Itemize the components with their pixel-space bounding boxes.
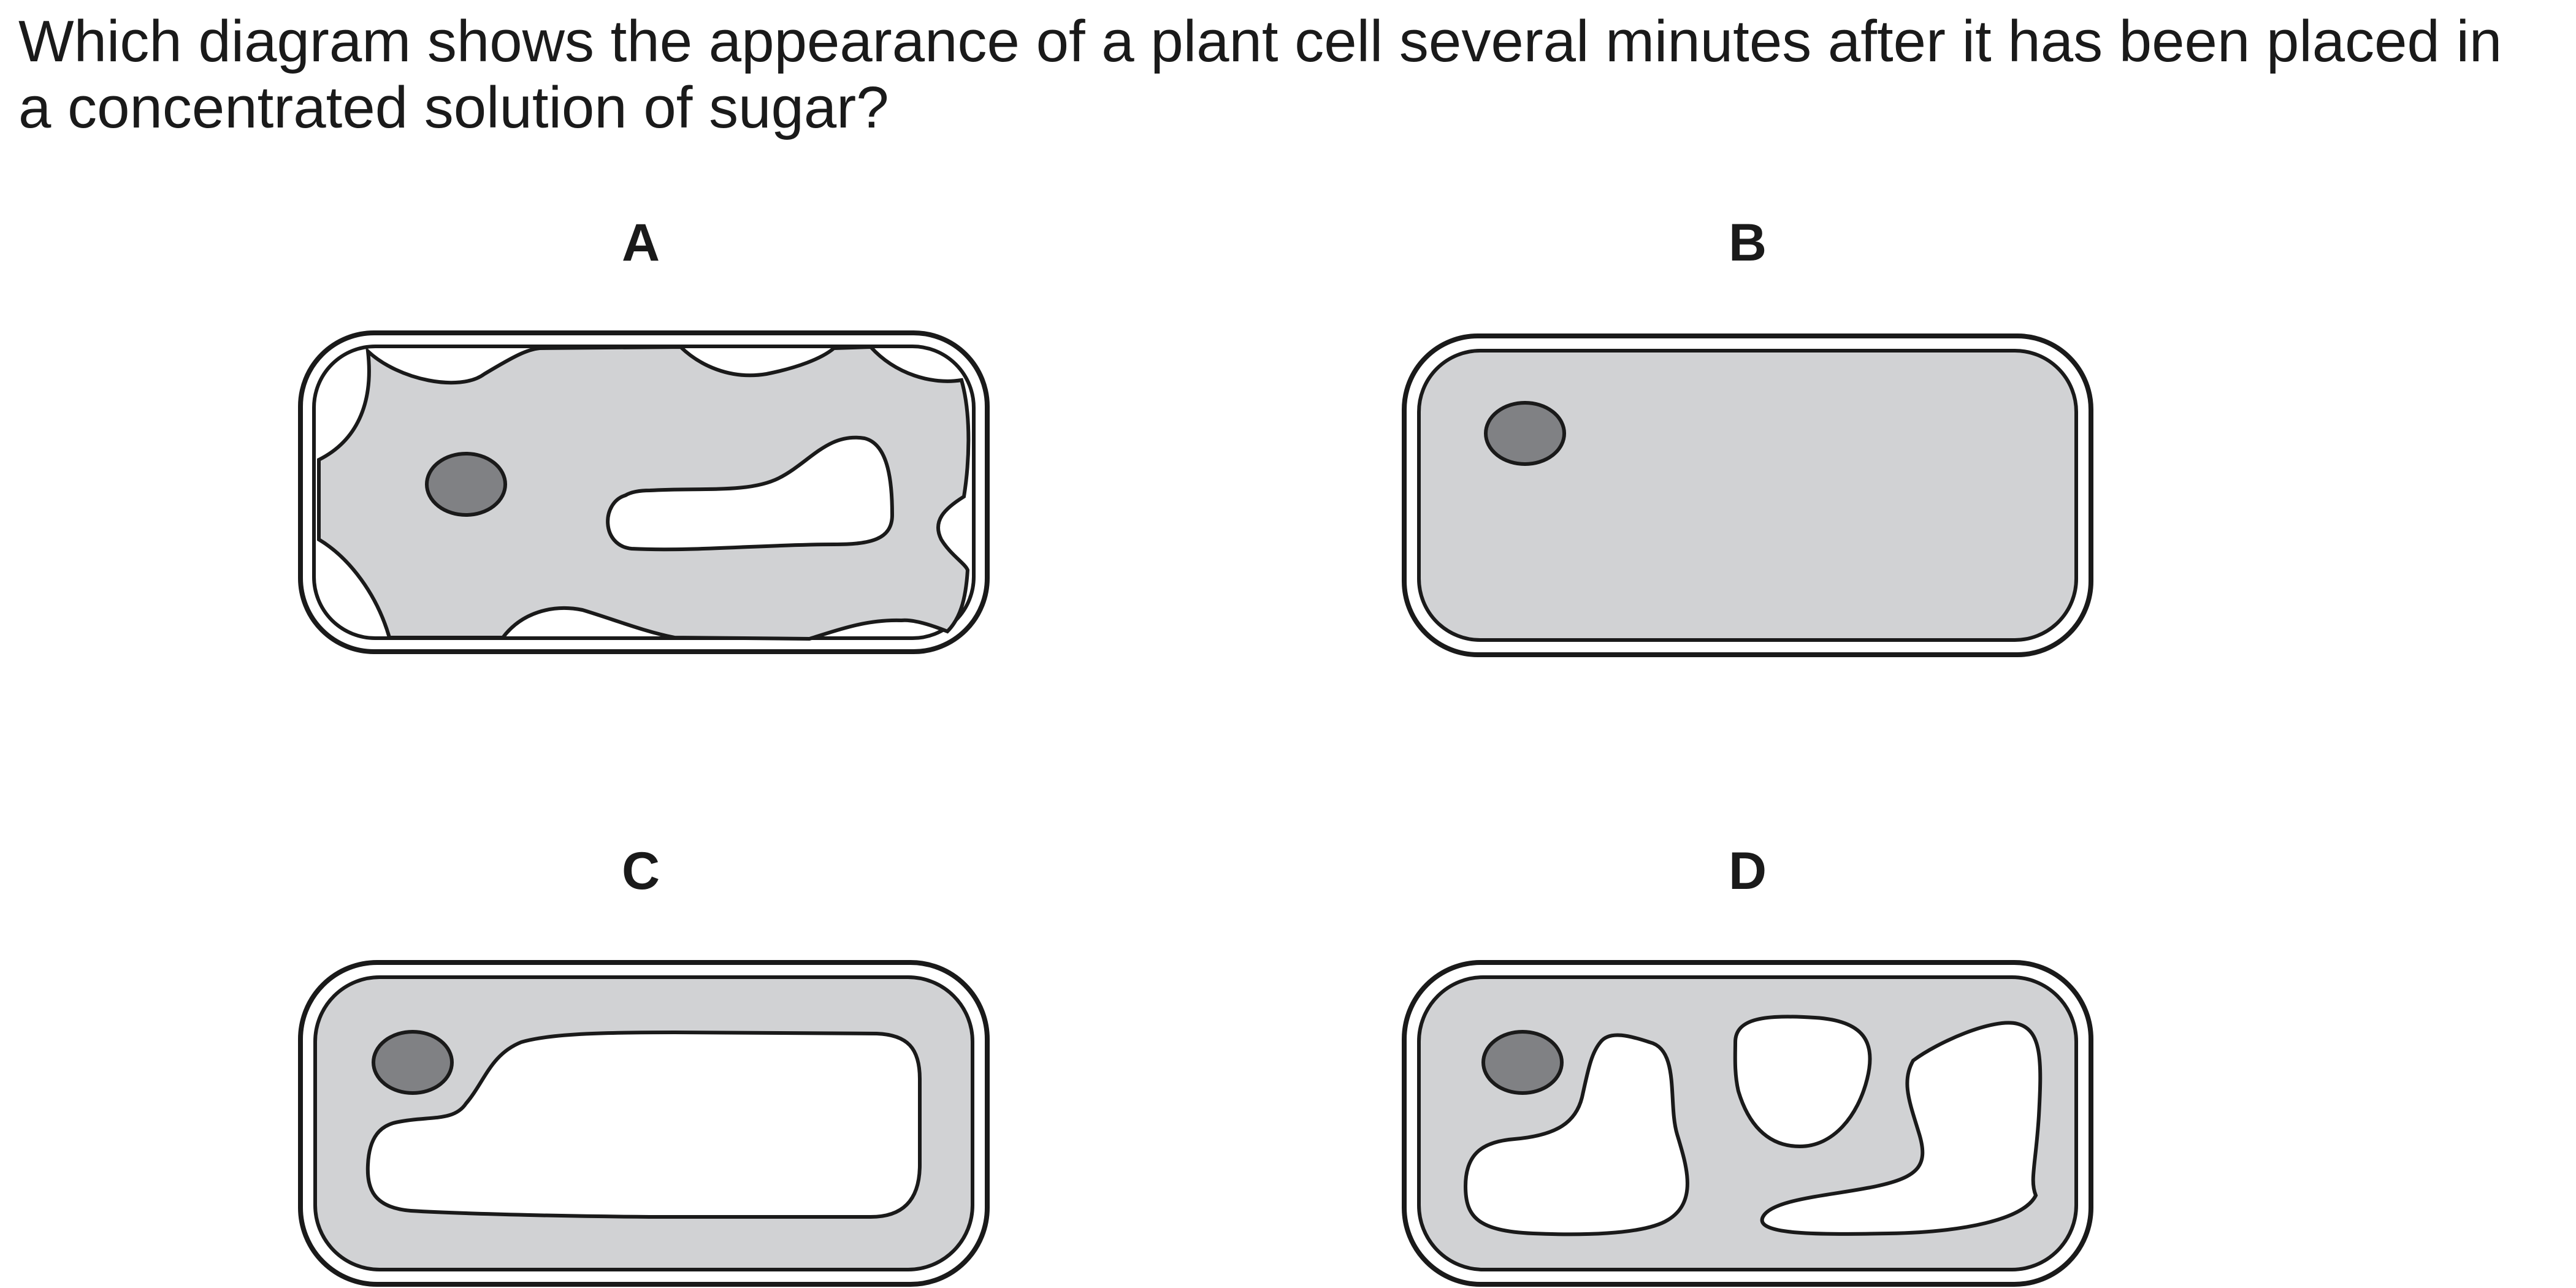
vacuole bbox=[1733, 1015, 1872, 1149]
nucleus bbox=[1481, 1030, 1564, 1095]
option-a-label: A bbox=[622, 213, 660, 272]
option-d[interactable]: D bbox=[1402, 842, 2093, 1287]
nucleus bbox=[372, 1030, 454, 1095]
vacuole bbox=[1463, 1033, 1689, 1237]
option-b[interactable]: B bbox=[1402, 213, 2093, 657]
cytoplasm bbox=[1417, 349, 2078, 642]
nucleus bbox=[1484, 401, 1566, 466]
vacuole bbox=[1760, 1021, 2043, 1236]
option-a[interactable]: A bbox=[298, 213, 990, 654]
option-d-label: D bbox=[1729, 842, 1767, 901]
question-text: Which diagram shows the appearance of a … bbox=[18, 9, 2502, 140]
nucleus bbox=[425, 452, 507, 517]
option-c[interactable]: C bbox=[298, 842, 990, 1287]
option-c-label: C bbox=[622, 842, 660, 901]
vacuole bbox=[606, 435, 895, 552]
vacuole bbox=[365, 1030, 922, 1219]
option-b-label: B bbox=[1729, 213, 1767, 272]
